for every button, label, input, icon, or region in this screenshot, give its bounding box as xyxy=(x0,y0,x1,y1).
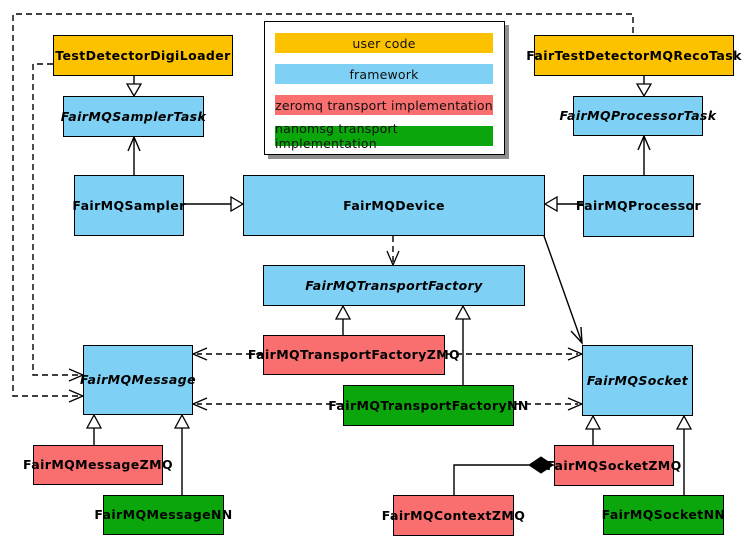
class-test-detector-digi-loader: TestDetectorDigiLoader xyxy=(53,35,233,76)
inheritance-arrowheads xyxy=(85,83,693,430)
class-fairmq-socket: FairMQSocket xyxy=(582,345,693,416)
legend-item-framework: framework xyxy=(275,64,493,84)
class-fairmq-transport-factory-zmq: FairMQTransportFactoryZMQ xyxy=(248,335,460,375)
composition-edge xyxy=(453,456,554,495)
legend: user code framework zeromq transport imp… xyxy=(264,21,505,155)
class-fairmq-transport-factory-nn: FairMQTransportFactoryNN xyxy=(328,385,528,426)
legend-item-user-code: user code xyxy=(275,33,493,53)
class-fairmq-processor: FairMQProcessor xyxy=(576,175,701,237)
class-fairmq-processor-task: FairMQProcessorTask xyxy=(560,96,716,136)
class-fairmq-message-nn: FairMQMessageNN xyxy=(94,495,232,535)
class-fairmq-message: FairMQMessage xyxy=(80,345,196,415)
legend-item-nanomsg: nanomsg transport implementation xyxy=(275,121,493,151)
class-fairmq-socket-zmq: FairMQSocketZMQ xyxy=(546,445,681,486)
class-fairmq-device: FairMQDevice xyxy=(243,175,545,236)
class-fairmq-sampler-task: FairMQSamplerTask xyxy=(61,96,206,137)
class-fairmq-socket-nn: FairMQSocketNN xyxy=(602,495,725,535)
legend-item-zeromq: zeromq transport implementation xyxy=(275,95,493,115)
class-fairmq-sampler: FairMQSampler xyxy=(72,175,185,236)
class-fairmq-message-zmq: FairMQMessageZMQ xyxy=(23,445,173,485)
inheritance-edges xyxy=(93,76,685,495)
class-fairmq-context-zmq: FairMQContextZMQ xyxy=(382,495,525,536)
association-edges xyxy=(127,134,651,345)
class-fairmq-transport-factory: FairMQTransportFactory xyxy=(263,265,525,306)
dependency-edges xyxy=(12,13,634,405)
class-fair-test-detector-mq-reco-task: FairTestDetectorMQRecoTask xyxy=(526,35,741,76)
